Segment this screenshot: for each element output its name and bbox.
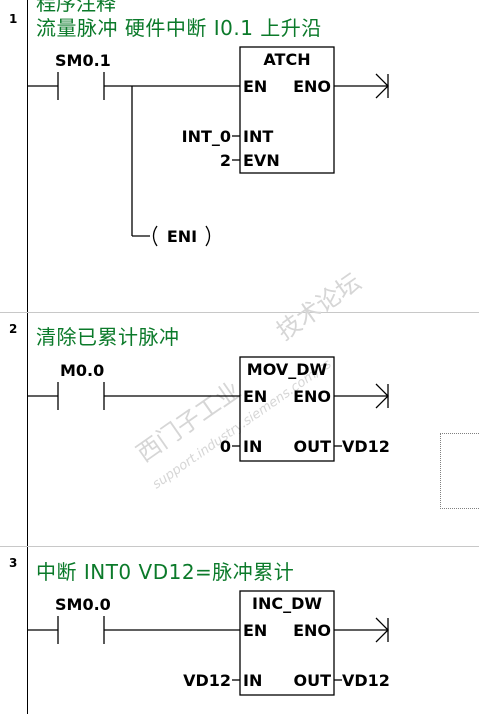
atch-box[interactable] — [239, 46, 335, 174]
param-pin-int: INT — [243, 127, 273, 146]
box-en-2: EN — [243, 387, 267, 406]
in-value-3[interactable]: VD12 — [183, 671, 231, 690]
contact-label-2[interactable]: M0.0 — [60, 361, 104, 380]
out-pin-3: OUT — [293, 671, 331, 690]
network-number-1[interactable]: 1 — [9, 12, 18, 26]
in-value-2[interactable]: 0 — [220, 437, 231, 456]
network-gutter — [0, 0, 28, 714]
box-en-3: EN — [243, 621, 267, 640]
box-name-3: INC_DW — [252, 594, 322, 613]
coil-left-paren — [152, 225, 158, 247]
side-scroll-box[interactable] — [440, 433, 479, 509]
network-title-1[interactable]: 流量脉冲 硬件中断 I0.1 上升沿 — [36, 16, 322, 40]
network-title-2[interactable]: 清除已累计脉冲 — [36, 325, 180, 349]
contact-label-1[interactable]: SM0.1 — [55, 51, 111, 70]
network-number-3[interactable]: 3 — [9, 556, 18, 570]
box-en-1: EN — [243, 77, 267, 96]
in-pin-2: IN — [243, 437, 262, 456]
out-value-3[interactable]: VD12 — [342, 671, 390, 690]
out-pin-2: OUT — [293, 437, 331, 456]
param-pin-evn: EVN — [243, 151, 280, 170]
inc-dw-box[interactable] — [239, 590, 335, 696]
param-value-evn[interactable]: 2 — [220, 151, 231, 170]
coil-right-paren — [205, 225, 211, 247]
box-eno-1: ENO — [293, 77, 331, 96]
box-name-1: ATCH — [263, 50, 310, 69]
network-separator — [0, 312, 479, 313]
out-value-2[interactable]: VD12 — [342, 437, 390, 456]
network-separator — [0, 546, 479, 547]
box-eno-2: ENO — [293, 387, 331, 406]
contact-label-3[interactable]: SM0.0 — [55, 595, 111, 614]
box-name-2: MOV_DW — [247, 360, 328, 379]
mov-dw-box[interactable] — [239, 356, 335, 462]
in-pin-3: IN — [243, 671, 262, 690]
param-value-int[interactable]: INT_0 — [182, 127, 231, 146]
coil-label[interactable]: ENI — [167, 227, 197, 246]
header-fragment: 程序注释 — [36, 0, 116, 15]
network-title-3[interactable]: 中断 INT0 VD12=脉冲累计 — [36, 560, 295, 584]
network-number-2[interactable]: 2 — [9, 322, 18, 336]
box-eno-3: ENO — [293, 621, 331, 640]
